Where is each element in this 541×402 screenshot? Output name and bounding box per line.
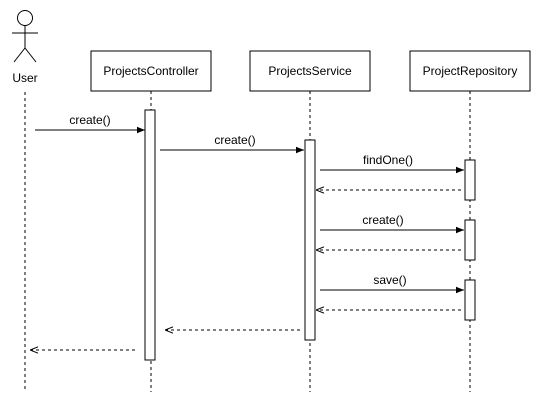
message-findone-service-to-repository: findOne() (320, 153, 464, 174)
activation-repository-save (464, 279, 476, 321)
user-actor-label: User (12, 71, 37, 85)
message-label: create() (69, 113, 110, 127)
participant-projects-service: ProjectsService (249, 50, 371, 92)
message-label: findOne() (363, 153, 413, 167)
message-label: create() (362, 213, 403, 227)
activation-projects-service (304, 139, 316, 341)
participant-label: ProjectsController (103, 64, 198, 78)
activation-repository-findone (464, 159, 476, 201)
message-save-service-to-repository: save() (320, 273, 464, 294)
message-label: create() (214, 133, 255, 147)
message-create-user-to-controller: create() (35, 113, 145, 134)
participant-project-repository: ProjectRepository (409, 50, 531, 92)
participant-projects-controller: ProjectsController (90, 50, 212, 92)
message-create-service-to-repository: create() (320, 213, 464, 234)
user-actor: User (12, 10, 38, 85)
message-label: save() (373, 273, 406, 287)
participant-label: ProjectRepository (423, 64, 518, 78)
activation-repository-create (464, 219, 476, 261)
activation-projects-controller (144, 109, 156, 361)
participant-label: ProjectsService (268, 64, 352, 78)
message-create-controller-to-service: create() (160, 133, 304, 154)
user-actor-icon (12, 10, 38, 63)
